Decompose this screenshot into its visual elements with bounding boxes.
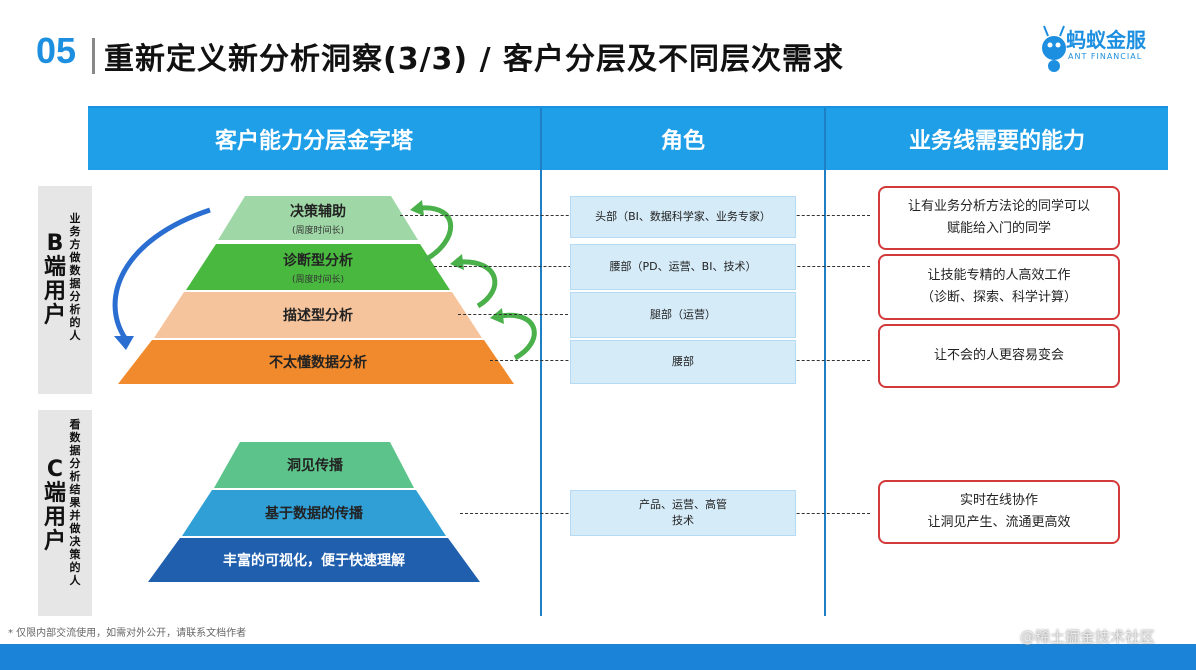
column-divider-2 — [824, 108, 826, 616]
role-c-line-1: 产品、运营、高管 — [639, 498, 727, 511]
capability-box-3: 让不会的人更容易变会 — [878, 324, 1120, 388]
pyramid-c-tier-3-shape — [148, 538, 480, 582]
segment-c-label: C端用户 — [44, 457, 67, 554]
pyramid-b-tier-1: 决策辅助 (周度时间长) — [245, 198, 391, 238]
pyramid-c-tier-2: 基于数据的传播 — [212, 492, 416, 534]
capability-box-1: 让有业务分析方法论的同学可以 赋能给入门的同学 — [878, 186, 1120, 250]
capability-2-line-2: （诊断、探索、科学计算） — [920, 290, 1077, 305]
column-header-capability: 业务线需要的能力 — [908, 129, 1085, 154]
segment-b-panel — [38, 186, 92, 394]
pyramid-b-tier-3-shape — [154, 292, 482, 338]
pyramid-b-tier-2-label: 诊断型分析 — [283, 252, 353, 269]
column-header-role: 角色 — [660, 129, 705, 154]
segment-b-description: 业务方做数据分析的人 — [69, 212, 81, 342]
pyramid-b-tier-4-shape — [118, 340, 514, 384]
pyramid-c-tier-1-shape — [214, 442, 414, 488]
green-curved-arrow-icon-2 — [459, 259, 498, 309]
watermark: @稀土掘金技术社区 — [1020, 628, 1156, 646]
pyramid-c-tier-2-shape — [182, 490, 446, 536]
logo-text: 蚂蚁金服 — [1066, 28, 1146, 52]
capability-1-line-1: 让有业务分析方法论的同学可以 — [907, 199, 1090, 214]
pyramid-b-tier-1-label: 决策辅助 — [290, 203, 346, 220]
capability-box-2: 让技能专精的人高效工作 （诊断、探索、科学计算） — [878, 254, 1120, 320]
pyramid-b-tier-1-shape — [218, 196, 418, 240]
segment-c-panel — [38, 410, 92, 616]
table-header: 客户能力分层金字塔 角色 业务线需要的能力 — [88, 108, 1168, 170]
footer-note: * 仅限内部交流使用，如需对外公开，请联系文档作者 — [8, 628, 247, 639]
pyramid-c-tier-1-label: 洞见传播 — [287, 458, 343, 474]
pyramid-b-tier-1-sub: (周度时间长) — [291, 225, 345, 236]
header-top-line — [88, 106, 1168, 108]
pyramid-b-tier-3: 描述型分析 — [184, 294, 452, 336]
connector-line-3 — [458, 314, 568, 315]
blue-curved-arrow-icon — [112, 207, 211, 340]
title-divider — [92, 38, 95, 74]
role-box-4: 腰部 — [570, 340, 796, 384]
segment-b-label: B端用户 — [44, 231, 67, 328]
column-header-pyramid: 客户能力分层金字塔 — [214, 129, 413, 154]
capability-box-c: 实时在线协作 让洞见产生、流通更高效 — [878, 480, 1120, 544]
pyramid-c-tier-2-label: 基于数据的传播 — [265, 506, 363, 522]
pyramid-b-tier-2-sub: (周度时间长) — [291, 274, 345, 285]
pyramid-b-tier-3-label: 描述型分析 — [283, 308, 353, 324]
role-box-1: 头部（BI、数据科学家、业务专家） — [570, 196, 796, 238]
capability-c-line-1: 实时在线协作 — [959, 493, 1038, 508]
logo-subtext: ANT FINANCIAL — [1068, 52, 1143, 61]
segment-c-description: 看数据分析结果并做决策的人 — [69, 418, 81, 587]
pyramid-b-tier-2: 诊断型分析 (周度时间长) — [216, 246, 420, 288]
title-number: 05 — [36, 30, 77, 71]
pyramid-b-tier-4: 不太懂数据分析 — [152, 342, 484, 382]
pyramid-b-tier-2-shape — [186, 244, 450, 290]
green-curved-arrow-icon-1 — [419, 205, 454, 263]
bottom-bar — [0, 644, 1196, 670]
ant-logo-icon — [1042, 25, 1066, 72]
pyramid-c-tier-3-label: 丰富的可视化，便于快速理解 — [223, 553, 405, 569]
green-curved-arrow-icon-3 — [499, 312, 537, 361]
column-divider-1 — [540, 108, 542, 616]
pyramid-b-tier-4-label: 不太懂数据分析 — [269, 355, 367, 371]
capability-1-line-2: 赋能给入门的同学 — [946, 221, 1051, 236]
role-box-c: 产品、运营、高管 技术 — [570, 490, 796, 536]
role-c-line-2: 技术 — [672, 514, 694, 527]
role-box-2: 腰部（PD、运营、BI、技术） — [570, 244, 796, 290]
capability-3-line-1: 让不会的人更容易变会 — [933, 348, 1064, 363]
pyramid-c-tier-1: 洞见传播 — [240, 444, 390, 486]
capability-2-line-1: 让技能专精的人高效工作 — [927, 268, 1071, 283]
pyramid-c-tier-3: 丰富的可视化，便于快速理解 — [180, 540, 448, 580]
role-box-3: 腿部（运营） — [570, 292, 796, 338]
capability-c-line-2: 让洞见产生、流通更高效 — [927, 515, 1071, 530]
page-title: 重新定义新分析洞察(3/3) / 客户分层及不同层次需求 — [104, 42, 844, 77]
